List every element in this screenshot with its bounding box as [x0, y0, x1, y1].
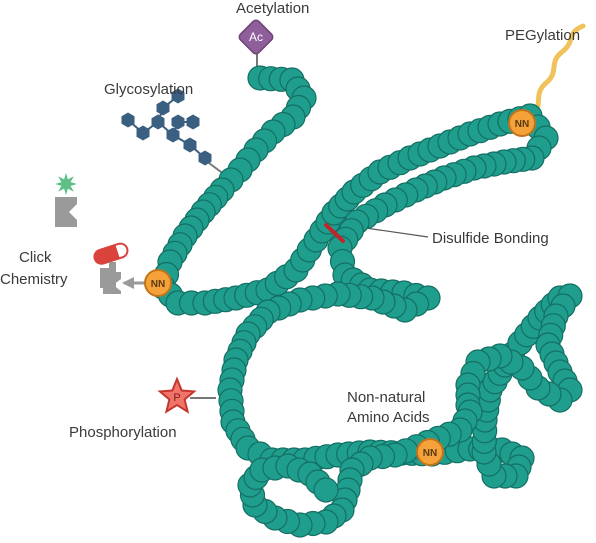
glycan-hexagon: [156, 100, 170, 116]
nonnatural-label-line1: Non-natural: [347, 389, 425, 406]
glycan-hexagon: [121, 112, 135, 128]
click-label-line1: Click: [19, 249, 52, 266]
glycan-hexagon: [136, 125, 150, 141]
acetyl-diamond-icon: Ac: [238, 19, 274, 55]
nn-badge-3-text: NN: [423, 448, 437, 459]
glycan-hexagon: [171, 88, 185, 104]
socket-block-icon: [55, 197, 77, 227]
click-star-socket-icon: [55, 173, 77, 227]
nn-badge-1: NN: [144, 269, 172, 297]
green-star-icon: [55, 173, 77, 195]
pill-icon: [93, 242, 129, 265]
glycosylation-label: Glycosylation: [104, 81, 193, 98]
glycan-hexagon: [166, 127, 180, 143]
amino-acid-bead: [313, 477, 339, 503]
phosphorylation-label: Phosphorylation: [69, 424, 177, 441]
nn-badge-2-text: NN: [515, 119, 529, 130]
protein-chain: [150, 65, 583, 538]
nn-badge-1-text: NN: [151, 279, 165, 290]
phospho-star-icon: P: [157, 376, 197, 414]
acetylation-label: Acetylation: [236, 0, 309, 17]
acetyl-badge-text: Ac: [249, 30, 263, 44]
phospho-badge-text: P: [173, 392, 180, 404]
glycan-hexagon: [186, 114, 200, 130]
glycan-hexagon-icon: [121, 88, 212, 166]
click-label-line2: Chemistry: [0, 271, 68, 288]
disulfide-label: Disulfide Bonding: [432, 230, 549, 247]
pegylation-label: PEGylation: [505, 27, 580, 44]
click-pill-socket-icon: [93, 242, 146, 294]
disulfide-bond: [324, 223, 345, 243]
glycan-hexagon: [183, 137, 197, 153]
glycan-hexagon: [198, 150, 212, 166]
click-arrow-icon: [122, 277, 134, 289]
glycan-hexagon: [151, 114, 165, 130]
nn-badge-3: NN: [416, 438, 444, 466]
glycan-hexagon: [171, 114, 185, 130]
nn-badge-2: NN: [508, 109, 536, 137]
nonnatural-label-line2: Amino Acids: [347, 409, 430, 426]
peg-chain-icon: [528, 23, 586, 121]
